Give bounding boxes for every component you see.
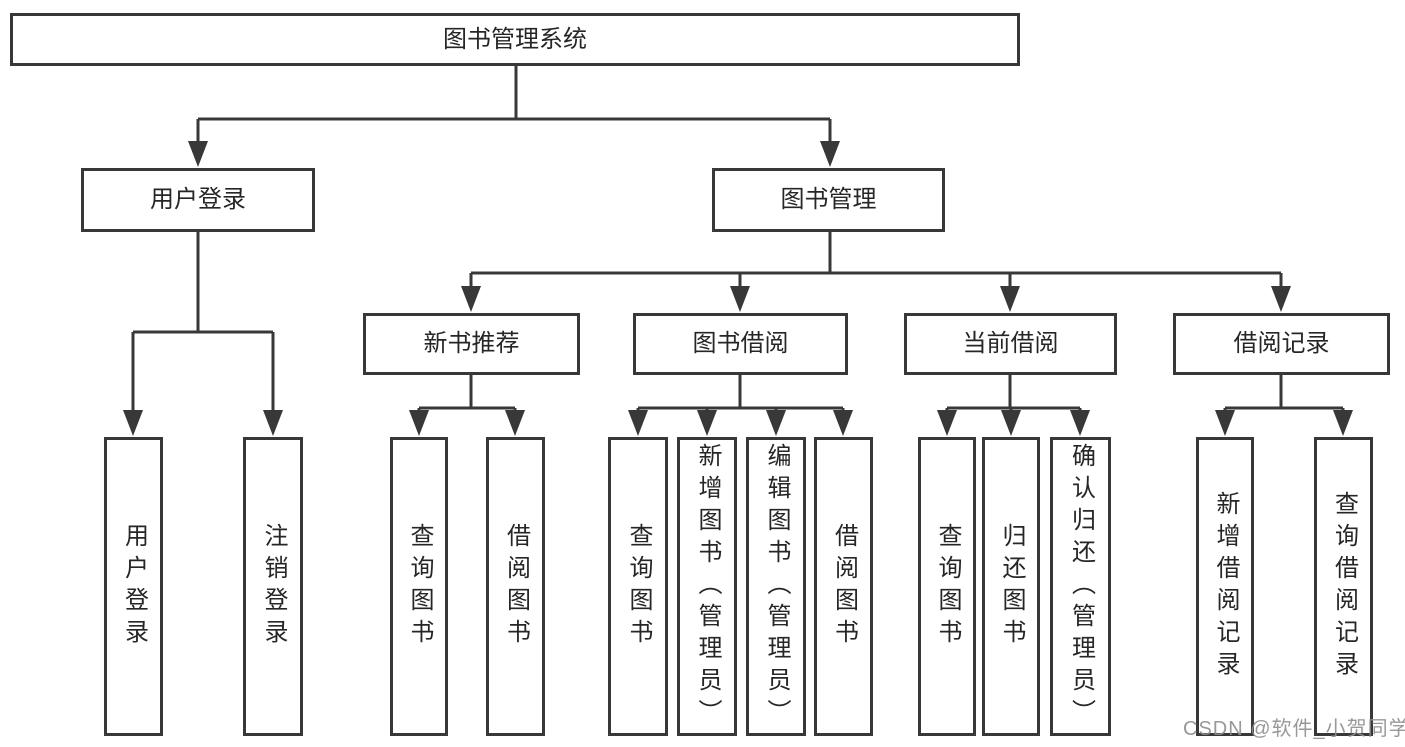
node-book-borrowing: 图书借阅 (633, 313, 848, 375)
arrowhead-icon (833, 410, 853, 436)
leaf-label: 借阅图书 (502, 522, 530, 651)
leaf-label: 用户登录 (120, 522, 148, 651)
arrowhead-icon (1215, 410, 1235, 436)
leaf-label: 归还图书 (998, 522, 1025, 651)
arrowhead-icon (766, 410, 786, 436)
arrowhead-icon (1000, 286, 1020, 312)
connector-root-to-level2 (196, 65, 832, 148)
leaf-user-login: 用户登录 (104, 437, 163, 736)
leaf-edit-book-admin: 编辑图书（管理员） (746, 437, 806, 736)
arrowhead-icon (461, 286, 481, 312)
leaf-label: 查询图书 (406, 522, 433, 651)
arrowhead-icon (263, 410, 283, 436)
arrowhead-icon (123, 410, 143, 436)
node-current-borrowing: 当前借阅 (904, 313, 1117, 375)
arrowhead-icon (628, 410, 648, 436)
node-user-login: 用户登录 (81, 168, 315, 232)
connector-records-to-leaves (1223, 375, 1345, 416)
leaf-query-books-3: 查询图书 (918, 437, 976, 736)
arrowhead-icon (409, 410, 429, 436)
node-borrowing-records: 借阅记录 (1173, 313, 1390, 375)
arrowhead-icon (820, 141, 840, 167)
connector-newbook-to-leaves (417, 375, 517, 416)
arrowhead-icon (505, 410, 525, 436)
leaf-label: 确认归还（管理员） (1067, 442, 1095, 731)
leaf-label: 编辑图书（管理员） (763, 442, 790, 731)
leaf-label: 借阅图书 (830, 522, 858, 651)
leaf-label: 查询图书 (934, 522, 961, 651)
connector-userlogin-to-leaves (131, 232, 275, 416)
leaf-label: 注销登录 (260, 522, 287, 651)
leaf-label: 新增借阅记录 (1212, 490, 1239, 683)
arrowhead-icon (1271, 286, 1291, 312)
leaf-logout: 注销登录 (243, 437, 303, 736)
arrowhead-icon (1070, 410, 1090, 436)
leaf-confirm-return-admin: 确认归还（管理员） (1050, 437, 1111, 736)
connector-currentborrow-to-leaves (945, 375, 1082, 416)
arrowhead-icon (1001, 410, 1021, 436)
leaf-query-books-1: 查询图书 (390, 437, 448, 736)
arrowhead-icon (937, 410, 957, 436)
watermark: CSDN @软件_小贺同学 (1183, 718, 1405, 740)
leaf-borrow-books-1: 借阅图书 (486, 437, 545, 736)
leaf-query-borrow-record: 查询借阅记录 (1314, 437, 1373, 736)
node-book-management: 图书管理 (712, 168, 945, 232)
leaf-add-borrow-record: 新增借阅记录 (1196, 437, 1254, 736)
leaf-query-books-2: 查询图书 (608, 437, 668, 736)
arrowhead-icon (1333, 410, 1353, 436)
arrowhead-icon (188, 141, 208, 167)
leaf-borrow-books-2: 借阅图书 (814, 437, 873, 736)
arrowhead-icon (697, 410, 717, 436)
leaf-label: 查询借阅记录 (1330, 490, 1358, 683)
leaf-label: 查询图书 (625, 522, 652, 651)
node-root: 图书管理系统 (10, 13, 1020, 66)
arrowhead-icon (730, 286, 750, 312)
connector-bookborrow-to-leaves (636, 375, 845, 416)
leaf-return-books: 归还图书 (982, 437, 1040, 736)
connector-bookmgmt-to-level3 (469, 232, 1283, 292)
leaf-add-book-admin: 新增图书（管理员） (677, 437, 737, 736)
leaf-label: 新增图书（管理员） (694, 442, 721, 731)
node-new-book-recommend: 新书推荐 (363, 313, 580, 375)
